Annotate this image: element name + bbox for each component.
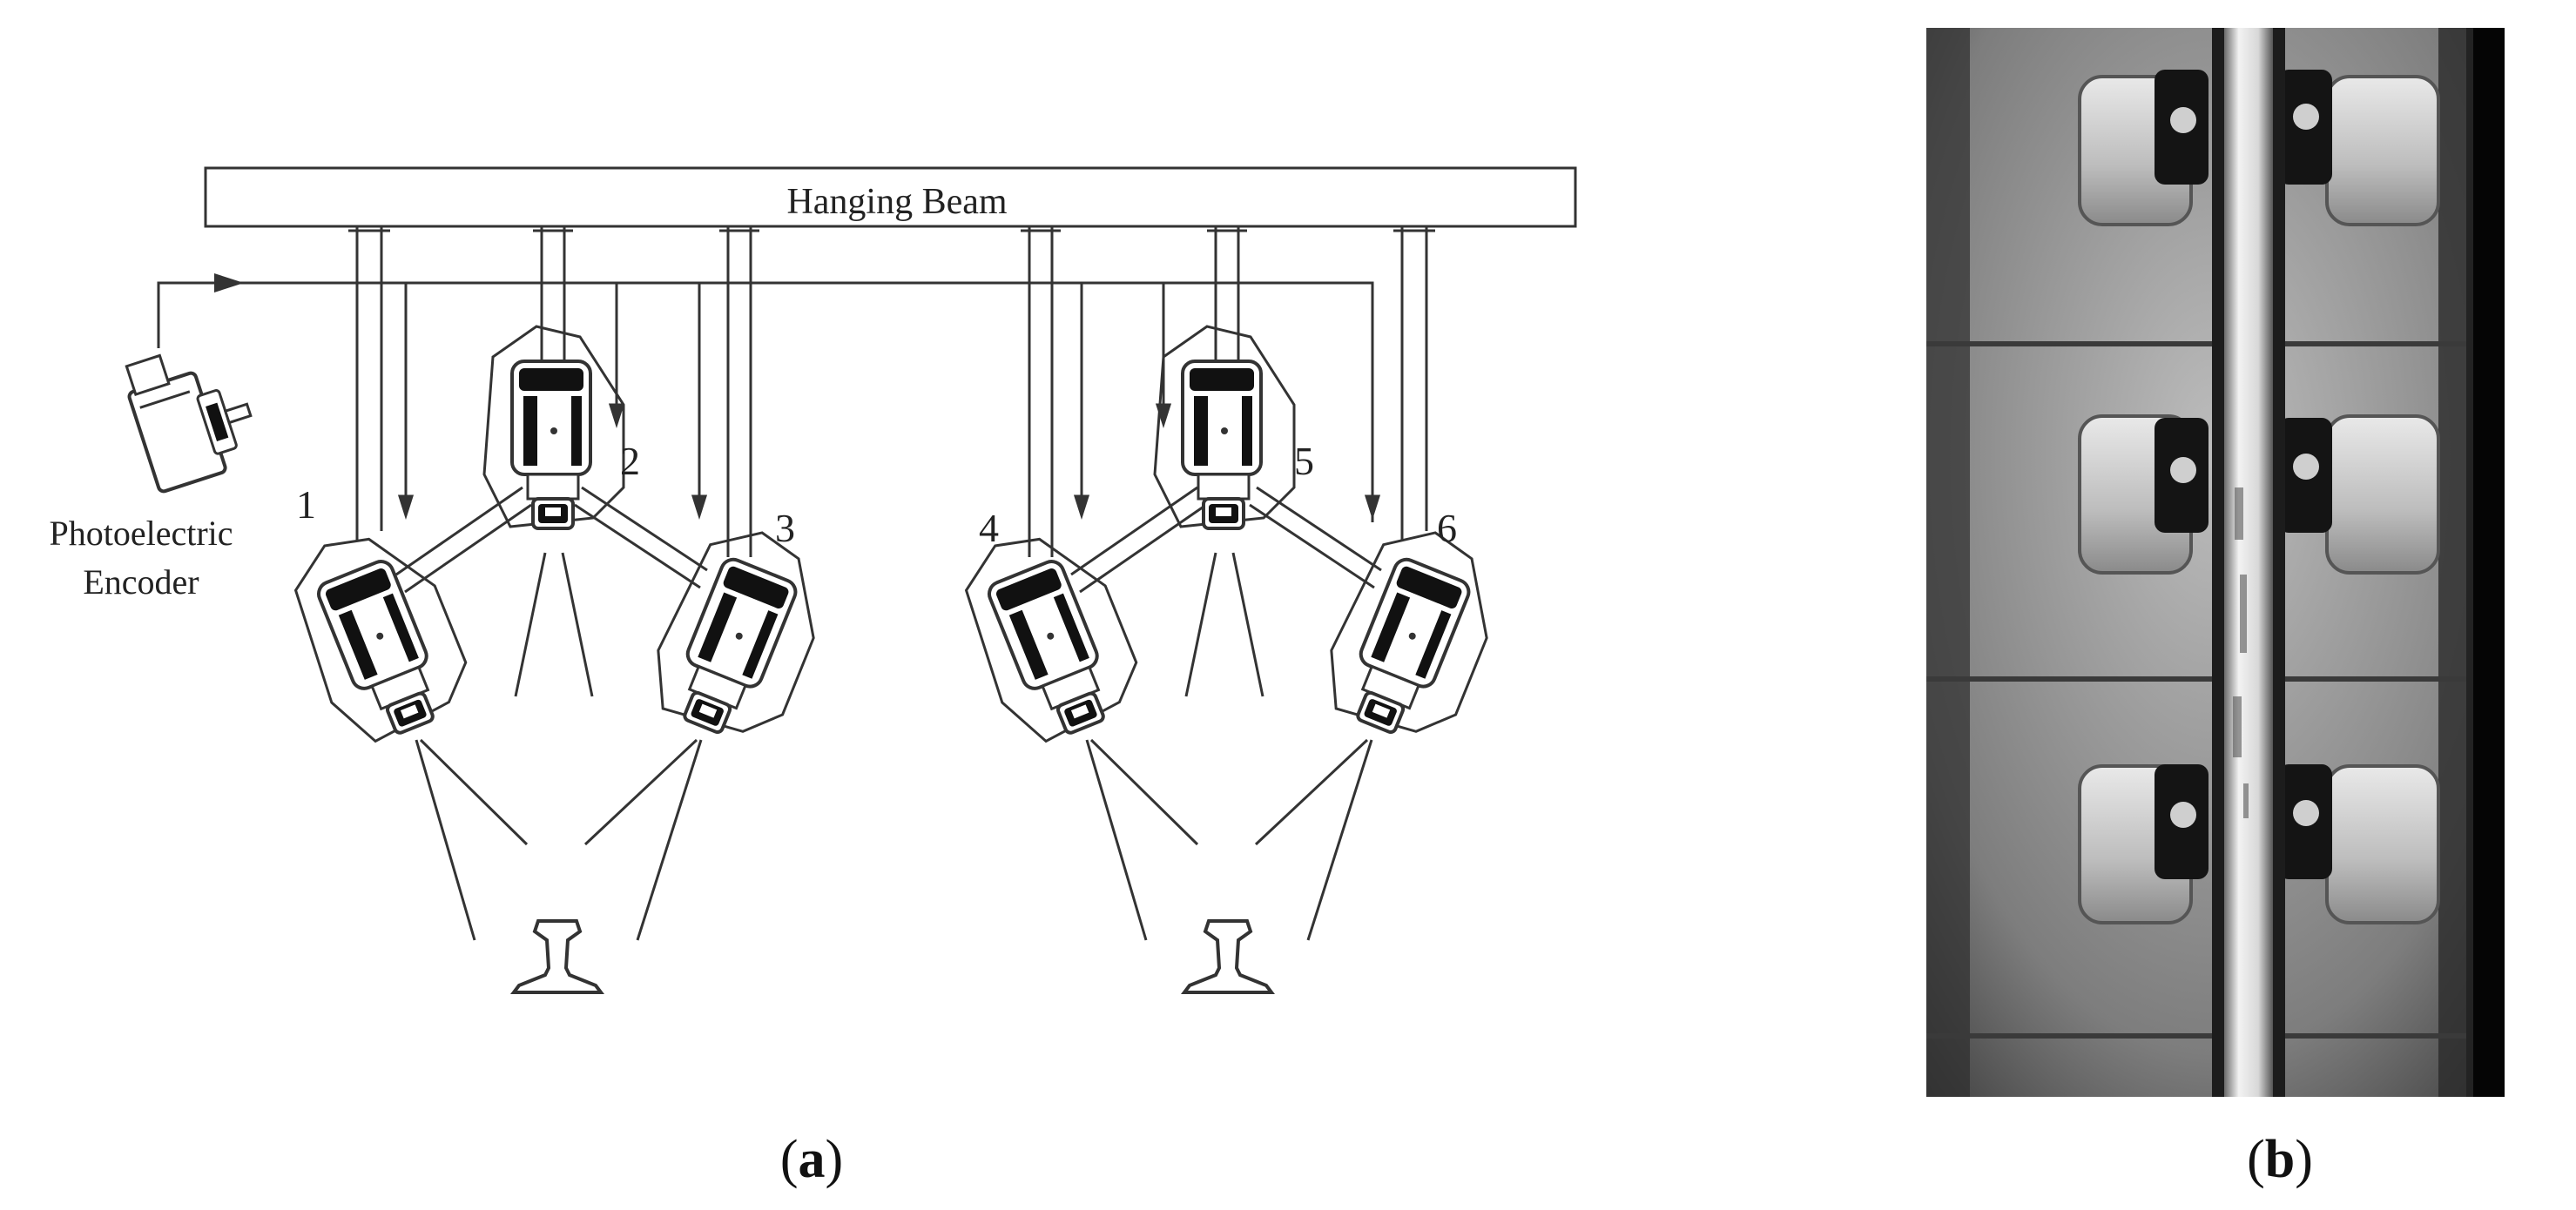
camera-number-5: 5 — [1294, 439, 1314, 483]
camera-number-3: 3 — [775, 506, 795, 550]
camera-number-6: 6 — [1437, 506, 1457, 550]
panel-b-photo: (b) — [1926, 28, 2505, 1189]
fastener-row-2 — [2078, 414, 2440, 575]
cross-braces — [395, 486, 1382, 594]
hanging-beam — [204, 166, 1577, 228]
encoder-label-line1: Photoelectric — [49, 514, 233, 553]
photoelectric-encoder-icon — [125, 353, 253, 494]
camera-1 — [274, 511, 483, 755]
fastener-row-3 — [2078, 764, 2440, 924]
camera-4 — [945, 511, 1154, 755]
camera-number-2: 2 — [620, 439, 640, 483]
mounting-rods — [348, 226, 1435, 557]
rail-rust-marks — [2233, 487, 2249, 818]
hanging-beam-label: Hanging Beam — [786, 182, 1007, 222]
encoder-label-line2: Encoder — [83, 562, 199, 602]
camera-6 — [1309, 511, 1518, 755]
fastener-row-1 — [2078, 70, 2440, 226]
camera-number-1: 1 — [296, 482, 316, 527]
rail-left — [512, 919, 603, 994]
encoder-line-arrowhead — [214, 273, 244, 292]
rail-photo — [2224, 28, 2273, 1097]
panel-b-label: (b) — [2247, 1130, 2313, 1189]
camera-3 — [636, 511, 845, 755]
sleeper-seams — [1926, 341, 2466, 1039]
field-of-view-lines — [415, 552, 1373, 941]
panel-a-label: (a) — [780, 1130, 843, 1189]
panel-a-diagram: Hanging Beam — [49, 166, 1577, 1189]
rail-right — [1183, 919, 1273, 994]
camera-number-4: 4 — [979, 506, 999, 550]
